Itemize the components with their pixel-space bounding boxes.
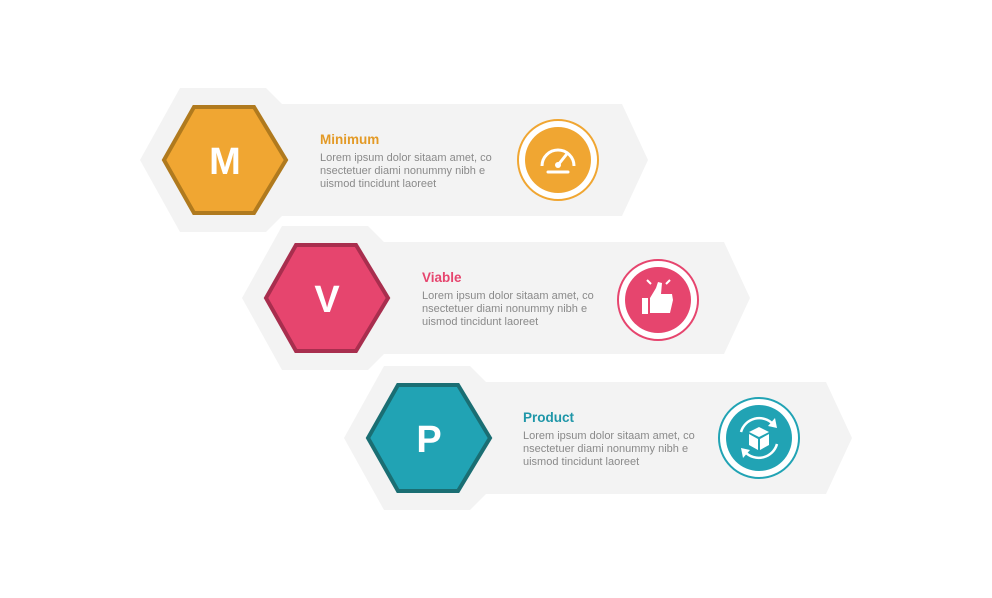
letter-hexagon [263,243,391,353]
item-title: Product [523,410,575,425]
item-desc-line-2: nsectetuer diami nonummy nibh e [523,443,688,455]
item-title: Viable [422,270,462,285]
mvp-row-viable: V Viable Lorem ipsum dolor sitaam amet, … [242,226,750,370]
item-desc-line-3: uismod tincidunt laoreet [523,456,639,468]
letter-m: M [209,141,241,183]
item-desc-line-2: nsectetuer diami nonummy nibh e [320,165,485,177]
thumbs-up-icon [617,259,699,341]
letter-v: V [314,279,340,321]
row-banner [242,226,750,370]
box-cycle-icon [718,397,800,479]
item-desc-line-3: uismod tincidunt laoreet [422,316,538,328]
row-banner [140,88,648,232]
mvp-row-minimum: M Minimum Lorem ipsum dolor sitaam amet,… [140,88,648,232]
letter-hexagon [161,105,289,215]
mvp-row-product: P Product Lorem ipsum dolor sitaam amet,… [344,366,852,510]
item-title: Minimum [320,132,379,147]
speedometer-icon [517,119,599,201]
item-desc-line-2: nsectetuer diami nonummy nibh e [422,303,587,315]
item-desc-line-1: Lorem ipsum dolor sitaam amet, co [523,430,695,442]
item-desc-line-1: Lorem ipsum dolor sitaam amet, co [422,290,594,302]
row-banner [344,366,852,510]
item-desc-line-1: Lorem ipsum dolor sitaam amet, co [320,152,492,164]
letter-hexagon [365,383,493,493]
letter-p: P [416,419,441,461]
item-desc-line-3: uismod tincidunt laoreet [320,178,436,190]
